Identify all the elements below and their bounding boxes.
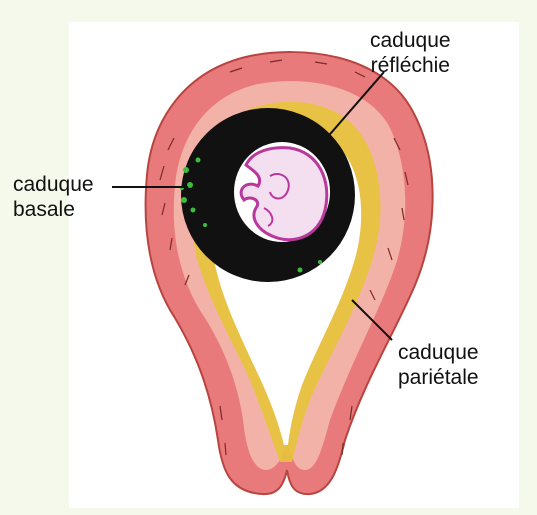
label-line: basale: [13, 197, 94, 222]
label-line: caduque: [370, 28, 451, 53]
label-line: caduque: [398, 340, 479, 365]
label-caduque-reflechie: caduque réfléchie: [370, 28, 451, 78]
label-line: caduque: [13, 172, 94, 197]
label-caduque-parietale: caduque pariétale: [398, 340, 479, 390]
label-line: réfléchie: [370, 53, 451, 78]
label-line: pariétale: [398, 365, 479, 390]
label-caduque-basale: caduque basale: [13, 172, 94, 222]
